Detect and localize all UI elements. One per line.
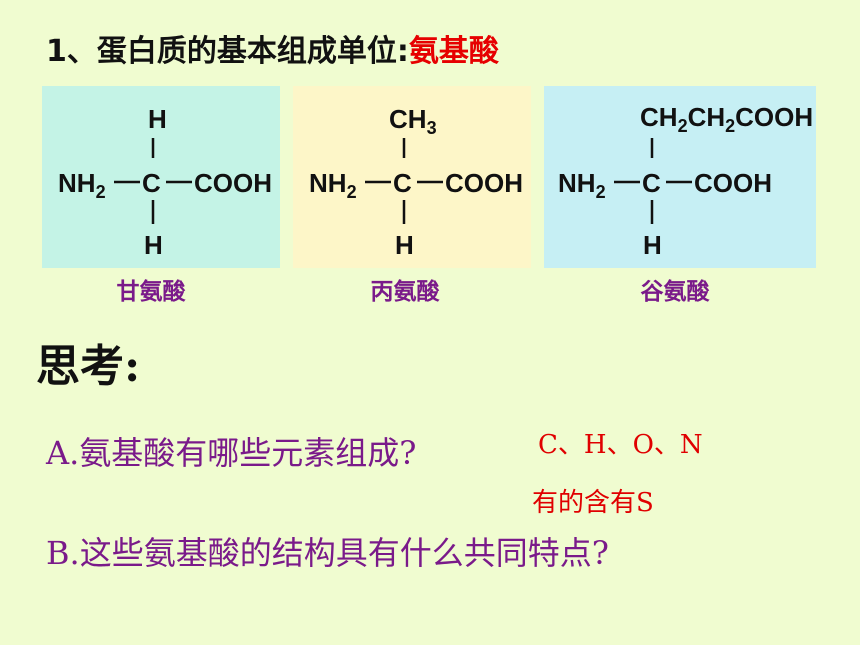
question-b: B.这些氨基酸的结构具有什么共同特点? [46,534,609,572]
glutamate-side-chain: CH2CH2COOH [640,102,813,136]
bottom-hydrogen: H [144,230,163,260]
answer-sulfur-note: 有的含有S [532,488,654,518]
bottom-hydrogen: H [395,230,414,260]
carboxyl-group: COOH [694,168,772,198]
title-highlight: 氨基酸 [408,34,499,69]
bottom-hydrogen: H [643,230,662,260]
carboxyl-group: COOH [445,168,523,198]
carboxyl-group: COOH [194,168,272,198]
alpha-carbon: C [142,168,161,198]
answer-elements: C、H、O、N [538,430,703,460]
question-a: A.氨基酸有哪些元素组成? [46,434,417,472]
alanine-label: 丙氨酸 [370,279,440,305]
title-prefix: 1、蛋白质的基本组成单位: [46,34,409,69]
alpha-carbon: C [393,168,412,198]
alanine-side-chain: CH [389,104,427,134]
glycine-label: 甘氨酸 [116,279,186,305]
svg-text:NH2: NH2 [558,168,606,202]
glutamate-label: 谷氨酸 [640,279,710,305]
molecule-card-glycine: H NH2 C COOH H [42,86,280,268]
svg-text:NH2: NH2 [58,168,106,202]
think-heading: 思考: [36,341,141,392]
glycine-side-chain: H [148,104,167,134]
molecule-card-glutamate: CH2CH2COOH NH2 C COOH H [544,86,816,268]
alpha-carbon: C [642,168,661,198]
svg-text:NH2: NH2 [309,168,357,202]
slide-title: 1、蛋白质的基本组成单位:氨基酸 [46,26,499,70]
glycine-structure: H NH2 C COOH H [42,86,280,268]
glutamate-structure: CH2CH2COOH NH2 C COOH H [544,86,816,268]
alanine-structure: CH3 NH2 C COOH H [293,86,531,268]
svg-text:CH3: CH3 [389,104,437,138]
molecule-card-alanine: CH3 NH2 C COOH H [293,86,531,268]
